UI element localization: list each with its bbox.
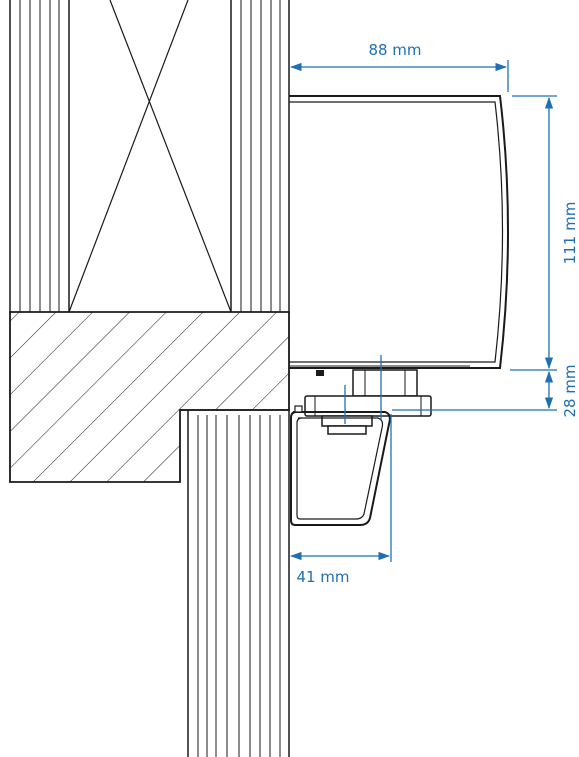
housing-box bbox=[289, 95, 509, 376]
dimension-label-housing-height: 111 mm bbox=[561, 202, 579, 265]
upper-wall bbox=[9, 0, 290, 312]
dimension-bracket-width bbox=[289, 414, 392, 562]
hatched-lintel bbox=[9, 311, 290, 483]
insulation-cross bbox=[68, 0, 232, 313]
lower-wall bbox=[180, 409, 290, 757]
dimension-top-width bbox=[289, 60, 509, 92]
mounting-bracket-assembly bbox=[304, 369, 432, 435]
dimension-label-gap-height: 28 mm bbox=[561, 364, 579, 417]
dimension-gap-height bbox=[392, 370, 557, 411]
guide-rail-profile bbox=[290, 405, 391, 526]
dimension-label-top-width: 88 mm bbox=[368, 41, 421, 59]
center-axis-markers bbox=[344, 355, 382, 424]
dimension-housing-height bbox=[510, 95, 557, 371]
dimension-label-bracket-width: 41 mm bbox=[296, 568, 349, 586]
